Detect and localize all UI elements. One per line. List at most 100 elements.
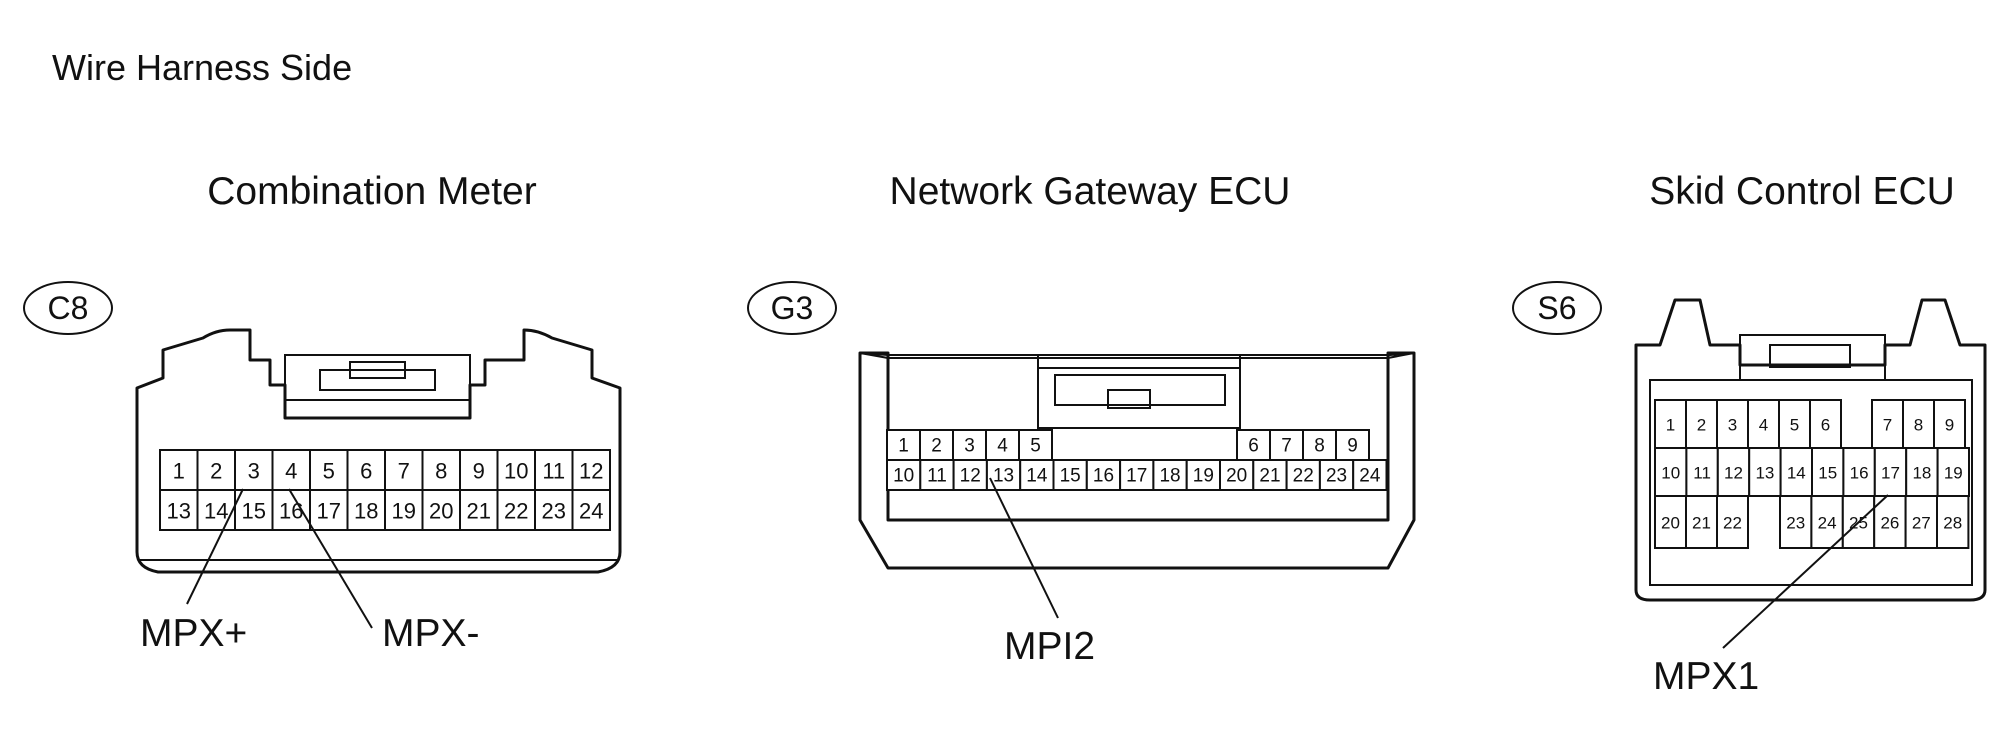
pin-number: 8 (435, 459, 447, 484)
g3-code-badge (747, 281, 837, 335)
pin-number: 22 (504, 499, 528, 524)
pin-number: 4 (285, 459, 297, 484)
pin-number: 13 (993, 466, 1014, 487)
pin-cell (1685, 495, 1718, 549)
pin-number: 24 (1359, 466, 1381, 487)
pin-cell (1933, 399, 1966, 449)
pin-cell (1236, 429, 1271, 461)
pin-number: 24 (579, 499, 603, 524)
skid-control-ecu-title: Skid Control ECU (1649, 170, 1955, 213)
pin-cell (1842, 447, 1876, 497)
pin-cell (1185, 459, 1221, 491)
pin-number: 3 (964, 436, 975, 457)
pin-number: 17 (317, 499, 341, 524)
pin-cell (234, 489, 274, 531)
pin-number: 3 (1728, 416, 1737, 435)
pin-number: 12 (579, 459, 603, 484)
page-title: Wire Harness Side (52, 47, 353, 88)
pin-number: 7 (398, 459, 410, 484)
pin-number: 24 (1818, 514, 1837, 533)
mpx-minus-label: MPX- (382, 612, 480, 655)
pin-cell (421, 489, 461, 531)
pin-cell (1716, 495, 1749, 549)
pin-number: 7 (1281, 436, 1292, 457)
pin-cell (159, 489, 199, 531)
pin-number: 26 (1880, 514, 1899, 533)
pin-number: 16 (1850, 464, 1869, 483)
pin-number: 11 (1693, 464, 1711, 483)
pin-cell (1811, 447, 1845, 497)
pin-number: 11 (542, 459, 565, 484)
pin-number: 16 (279, 499, 303, 524)
pin-number: 5 (323, 459, 335, 484)
pin-number: 2 (1697, 416, 1706, 435)
pin-cell (1873, 495, 1907, 549)
pin-cell (1352, 459, 1388, 491)
pin-cell (271, 489, 311, 531)
pin-number: 19 (1944, 464, 1963, 483)
c8-latch (284, 354, 471, 401)
pin-number: 27 (1912, 514, 1931, 533)
g3-top-shell (859, 352, 1415, 369)
pin-number: 9 (1347, 436, 1358, 457)
g3-code: G3 (771, 290, 814, 326)
pin-number: 1 (1666, 416, 1675, 435)
pin-number: 10 (504, 459, 528, 484)
pin-number: 9 (473, 459, 485, 484)
pin-number: 22 (1293, 466, 1314, 487)
pin-number: 7 (1883, 416, 1892, 435)
pin-number: 14 (204, 499, 228, 524)
pin-number: 15 (1060, 466, 1081, 487)
pin-cell (1654, 495, 1687, 549)
pin-number: 14 (1026, 466, 1048, 487)
pin-number: 17 (1881, 464, 1900, 483)
g3-latch-inner (1054, 374, 1226, 406)
pin-number: 2 (931, 436, 942, 457)
s6-code-badge (1512, 281, 1602, 335)
pin-number: 20 (1226, 466, 1247, 487)
pin-number: 1 (898, 436, 909, 457)
pin-cell (534, 489, 574, 531)
pin-cell (571, 449, 611, 491)
pin-cell (571, 489, 611, 531)
c8-latch-inner (319, 369, 436, 391)
pin-number: 13 (1755, 464, 1774, 483)
pin-cell (1809, 399, 1842, 449)
pin-cell (1716, 399, 1749, 449)
pin-number: 17 (1126, 466, 1147, 487)
s6-latch (1739, 334, 1886, 381)
pin-number: 12 (1724, 464, 1743, 483)
c8-housing (135, 328, 622, 574)
pin-number: 15 (242, 499, 266, 524)
pin-cell (271, 449, 311, 491)
pin-number: 10 (1661, 464, 1680, 483)
s6-latch-inner (1769, 344, 1851, 368)
pin-number: 2 (210, 459, 222, 484)
pin-cell (1018, 429, 1053, 461)
mpx-minus-leader (288, 488, 373, 629)
pin-number: 22 (1723, 514, 1742, 533)
pin-number: 21 (1692, 514, 1711, 533)
c8-latch-tab (349, 361, 406, 379)
pin-cell (196, 449, 236, 491)
pin-cell (384, 489, 424, 531)
pin-cell (421, 449, 461, 491)
pin-cell (1748, 447, 1782, 497)
pin-number: 18 (354, 499, 378, 524)
pin-number: 10 (893, 466, 914, 487)
pin-number: 4 (997, 436, 1008, 457)
mpx-plus-label: MPX+ (140, 612, 248, 655)
pin-number: 5 (1790, 416, 1799, 435)
pin-number: 8 (1914, 416, 1923, 435)
g3-latch (1037, 357, 1241, 429)
pin-cell (952, 459, 988, 491)
pin-cell (346, 489, 386, 531)
pin-cell (1871, 399, 1904, 449)
pin-number: 5 (1030, 436, 1041, 457)
pin-number: 6 (1248, 436, 1259, 457)
